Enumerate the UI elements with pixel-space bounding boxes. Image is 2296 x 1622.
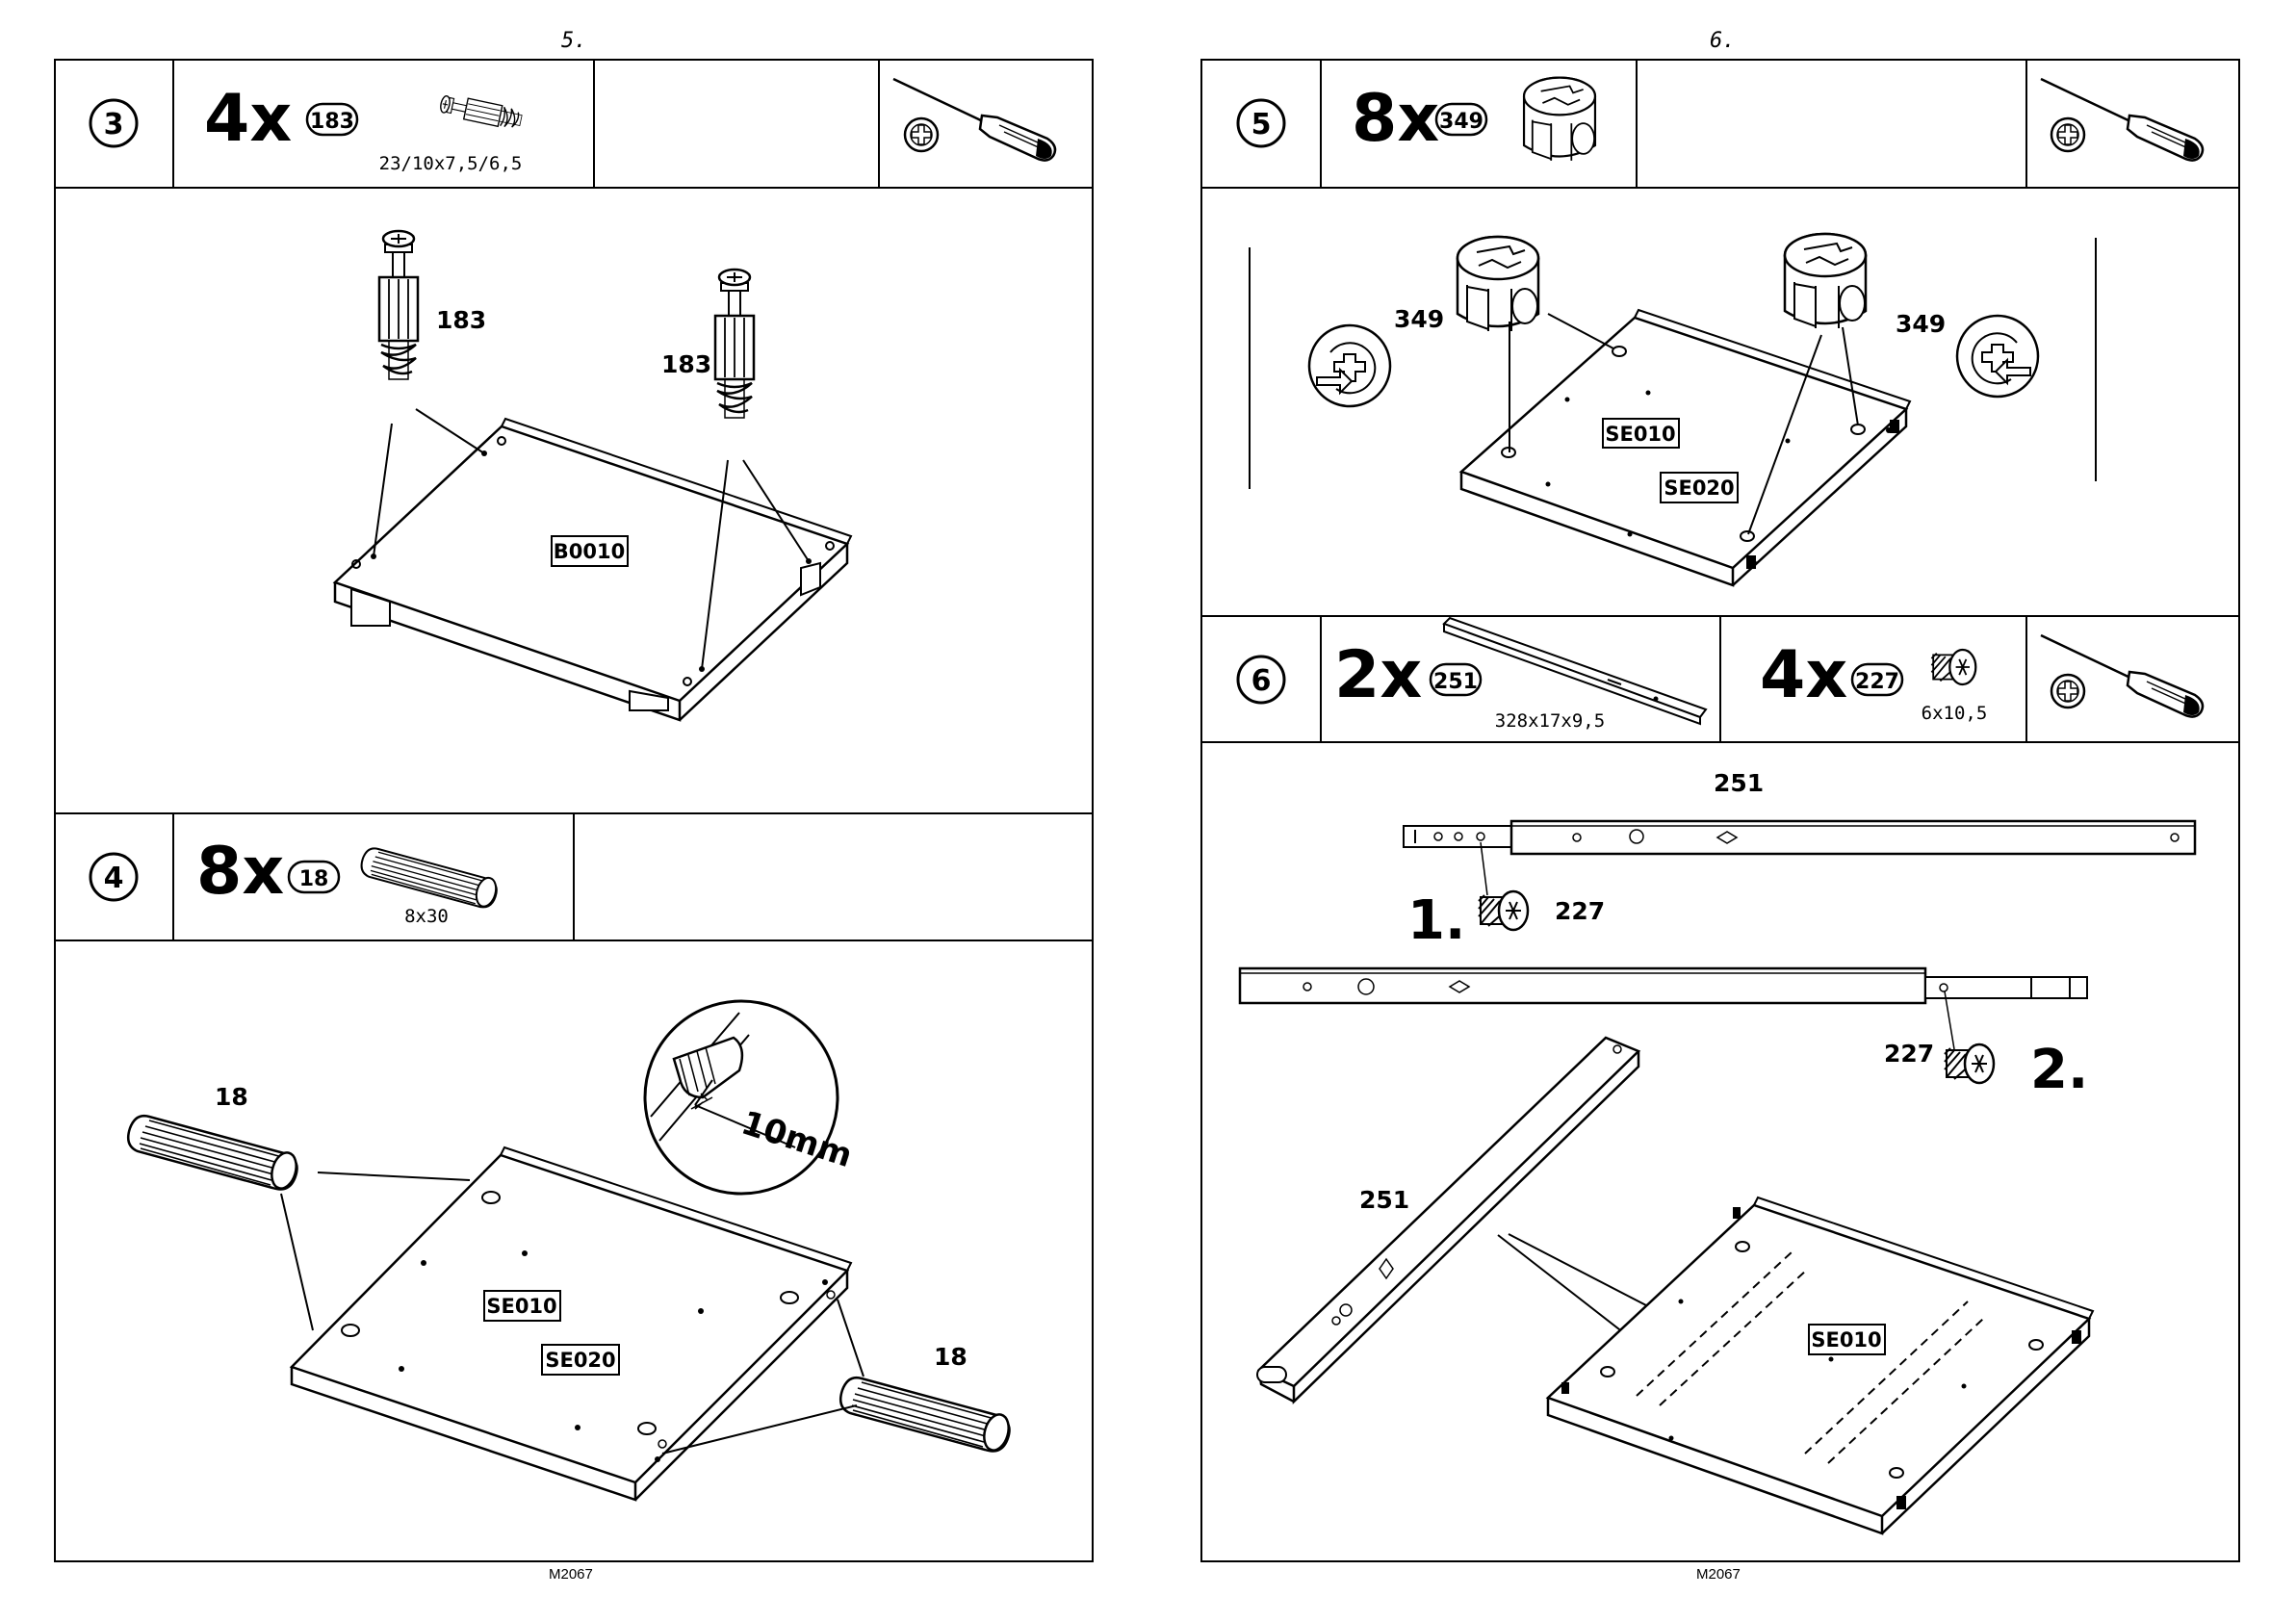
step-4-label-a: 18 <box>215 1083 248 1111</box>
step-6-number: 6 <box>1251 664 1272 698</box>
step-6-screw-label-a: 227 <box>1555 897 1605 925</box>
step-3-label-a: 183 <box>436 306 486 334</box>
step-6-screw-label-b: 227 <box>1884 1040 1934 1068</box>
step-6-order-2: 2. <box>2030 1039 2088 1101</box>
step-4-number: 4 <box>104 862 124 895</box>
step-6-rail-label: 251 <box>1714 769 1764 797</box>
step-3-quantity: 4x <box>204 81 292 157</box>
drawer-rail-251-icon <box>1444 618 1706 724</box>
drawer-rail-bottom <box>1240 968 2087 1003</box>
step-6-quantity-a: 2x <box>1334 637 1422 713</box>
step-4-illustration: SE010 SE020 18 18 10mm <box>128 1001 1013 1500</box>
step-3-number: 3 <box>104 108 124 142</box>
step-5-header: 5 8x 349 <box>1201 60 2239 188</box>
step-5-quantity: 8x <box>1352 81 1439 157</box>
dowel-18-left <box>128 1116 300 1191</box>
step-6-order-1: 1. <box>1407 889 1465 952</box>
step-6-header: 6 2x 251 328x17x9,5 4x 227 6x10,5 <box>1201 616 2239 742</box>
left-page: 3 4x 183 23/10x7,5/6,5 <box>55 60 1093 1561</box>
step-4-header: 4 8x 18 8x30 <box>55 813 1093 940</box>
step-6-quantity-b: 4x <box>1760 637 1847 713</box>
step-5-number: 5 <box>1251 108 1272 142</box>
step-4-panel-label-a: SE010 <box>486 1295 556 1318</box>
step-3-illustration: B0010 183 183 <box>335 231 851 720</box>
rotate-right-icon <box>1957 316 2038 397</box>
footer-code-right: M2067 <box>1696 1566 1741 1583</box>
step-4-label-b: 18 <box>934 1343 967 1371</box>
step-4-part-size: 8x30 <box>404 906 449 927</box>
step-4-part-id: 18 <box>299 867 329 891</box>
right-page: 5 8x 349 <box>1201 60 2239 1561</box>
step-3-part-id: 183 <box>310 110 354 134</box>
step-4-quantity: 8x <box>196 834 284 910</box>
step-6-part-size-b: 6x10,5 <box>1922 703 1988 724</box>
cam-lock-349-icon <box>1524 78 1595 161</box>
side-panel-se010: SE010 <box>1548 1197 2093 1533</box>
step-5-illustration: SE010 SE020 349 349 <box>1250 234 2096 585</box>
screw-227-step2 <box>1945 1044 1994 1083</box>
step-6-part-size-a: 328x17x9,5 <box>1495 710 1605 732</box>
depth-detail-magnifier: 10mm <box>645 1001 857 1194</box>
cam-screw-183-left <box>379 231 418 379</box>
step-5-panel-label-b: SE020 <box>1664 476 1734 500</box>
dowel-18-icon <box>362 848 500 909</box>
phillips-head-icon-6 <box>2051 675 2084 708</box>
step-5-label-a: 349 <box>1394 305 1444 333</box>
cam-lock-349-left <box>1458 237 1538 331</box>
step-6-illustration: 251 1. 227 <box>1240 769 2195 1533</box>
step-6-panel-label: SE010 <box>1811 1328 1881 1352</box>
step-6-part-id-a: 251 <box>1433 670 1478 694</box>
step-6-part-id-b: 227 <box>1855 670 1899 694</box>
step-3-label-b: 183 <box>661 350 711 378</box>
step-3-panel-label: B0010 <box>554 540 625 563</box>
cam-lock-349-right <box>1785 234 1866 328</box>
rotate-left-icon <box>1309 325 1390 406</box>
footer-code-left: M2067 <box>549 1566 593 1583</box>
step-5-part-id: 349 <box>1439 110 1483 134</box>
dowel-18-right <box>840 1377 1013 1453</box>
drawer-rail-top <box>1404 821 2195 854</box>
step-4-panel-label-b: SE020 <box>545 1349 615 1372</box>
phillips-head-icon-5 <box>2051 118 2084 151</box>
phillips-head-icon <box>905 118 938 151</box>
step-6-rail-label-2: 251 <box>1359 1186 1409 1214</box>
step-3-part-size: 23/10x7,5/6,5 <box>379 153 523 174</box>
step-5-label-b: 349 <box>1896 310 1946 338</box>
cam-screw-183-icon <box>439 93 523 131</box>
screw-227-icon <box>1931 650 1975 684</box>
cam-screw-183-right <box>715 270 754 418</box>
screw-227-step1 <box>1479 891 1528 930</box>
step-3-header: 3 4x 183 23/10x7,5/6,5 <box>55 60 1093 188</box>
drawer-rail-diagonal <box>1257 1038 1638 1402</box>
step-5-panel-label-a: SE010 <box>1605 423 1675 446</box>
